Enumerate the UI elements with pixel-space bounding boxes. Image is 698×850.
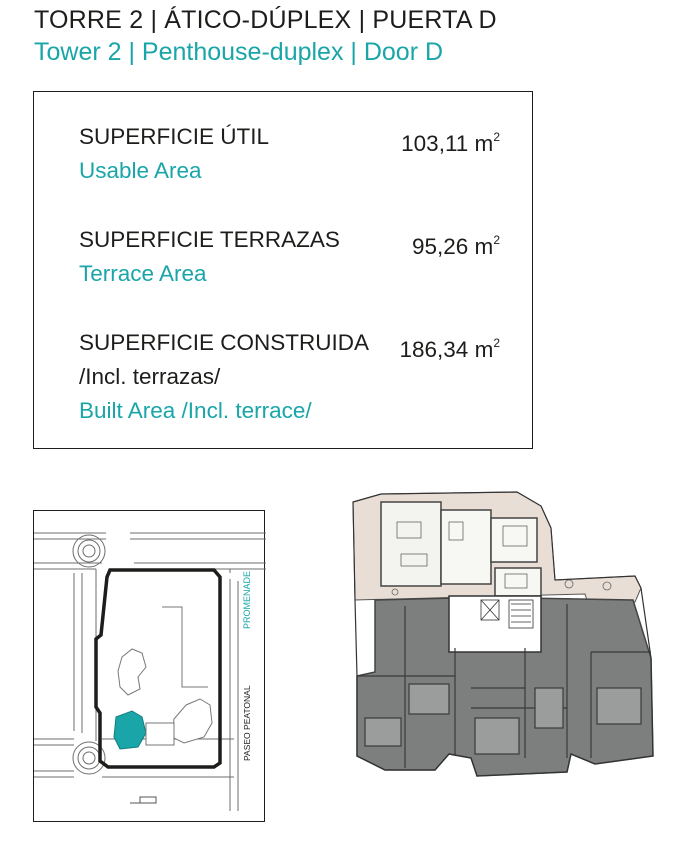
page-title: TORRE 2 | ÁTICO-DÚPLEX | PUERTA D bbox=[34, 6, 497, 34]
usable-area-label: SUPERFICIE ÚTIL bbox=[79, 124, 270, 149]
site-plan-drawing: PROMENADE PASEO PEATONAL bbox=[34, 532, 266, 811]
tower-3-footprint bbox=[171, 698, 213, 744]
built-area-label-incl: /Incl. terrazas/ bbox=[79, 364, 221, 389]
usable-area-row: SUPERFICIE ÚTIL Usable Area 103,11 m2 bbox=[79, 120, 500, 188]
terrace-area-label: SUPERFICIE TERRAZAS bbox=[79, 227, 340, 252]
usable-area-value: 103,11 m2 bbox=[401, 130, 500, 156]
built-area-label-en: Built Area /Incl. terrace/ bbox=[79, 398, 312, 423]
tower-1-footprint bbox=[117, 648, 147, 696]
plot-boundary bbox=[94, 568, 222, 769]
page-subtitle: Tower 2 | Penthouse-duplex | Door D bbox=[34, 38, 444, 66]
site-plan: PROMENADE PASEO PEATONAL bbox=[33, 510, 266, 822]
tower-2-highlight bbox=[113, 710, 147, 750]
promenade-label: PROMENADE bbox=[242, 571, 252, 629]
built-area-row: SUPERFICIE CONSTRUIDA /Incl. terrazas/ B… bbox=[79, 326, 500, 428]
built-area-label: SUPERFICIE CONSTRUIDA bbox=[79, 330, 370, 355]
terrace-area-value: 95,26 m2 bbox=[412, 233, 500, 259]
paseo-label: PASEO PEATONAL bbox=[242, 685, 252, 761]
terrace-area-label-en: Terrace Area bbox=[79, 261, 207, 286]
usable-area-label-en: Usable Area bbox=[79, 158, 202, 183]
floor-plan-drawing bbox=[352, 491, 654, 777]
built-area-value: 186,34 m2 bbox=[399, 336, 501, 362]
area-summary-box: SUPERFICIE ÚTIL Usable Area 103,11 m2 SU… bbox=[33, 91, 533, 449]
roundabout-top bbox=[72, 534, 106, 568]
terrace-area-row: SUPERFICIE TERRAZAS Terrace Area 95,26 m… bbox=[79, 223, 500, 291]
floor-plan bbox=[345, 488, 657, 778]
